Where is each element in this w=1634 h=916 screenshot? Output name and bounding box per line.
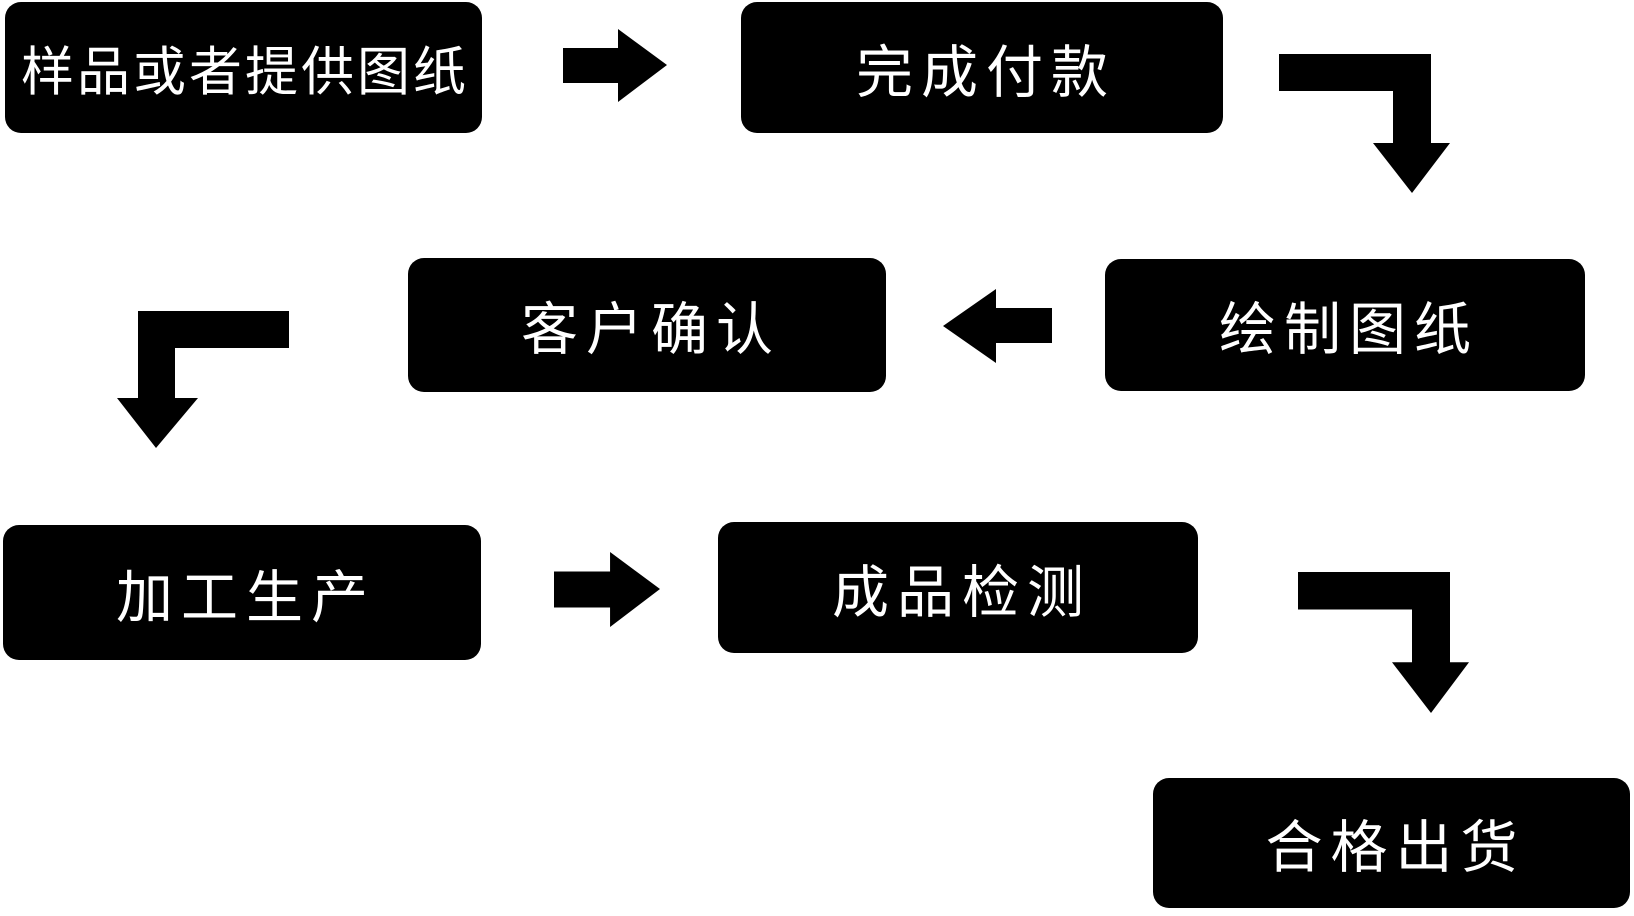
node-processing-production: 加工生产 <box>3 525 481 660</box>
elbow-down-right-arrow-icon <box>1298 572 1469 713</box>
right-arrow-icon <box>563 29 667 102</box>
left-arrow-icon <box>943 289 1052 363</box>
node-complete-payment: 完成付款 <box>741 2 1223 133</box>
node-qualified-shipment: 合格出货 <box>1153 778 1630 908</box>
elbow-down-left-arrow-icon <box>117 311 289 448</box>
node-customer-confirm: 客户确认 <box>408 258 886 392</box>
node-draw-drawing: 绘制图纸 <box>1105 259 1585 391</box>
elbow-down-right-arrow-icon <box>1279 54 1450 193</box>
node-sample-or-provide-drawing: 样品或者提供图纸 <box>5 2 482 133</box>
node-finished-product-inspection: 成品检测 <box>718 522 1198 653</box>
right-arrow-icon <box>554 552 660 627</box>
